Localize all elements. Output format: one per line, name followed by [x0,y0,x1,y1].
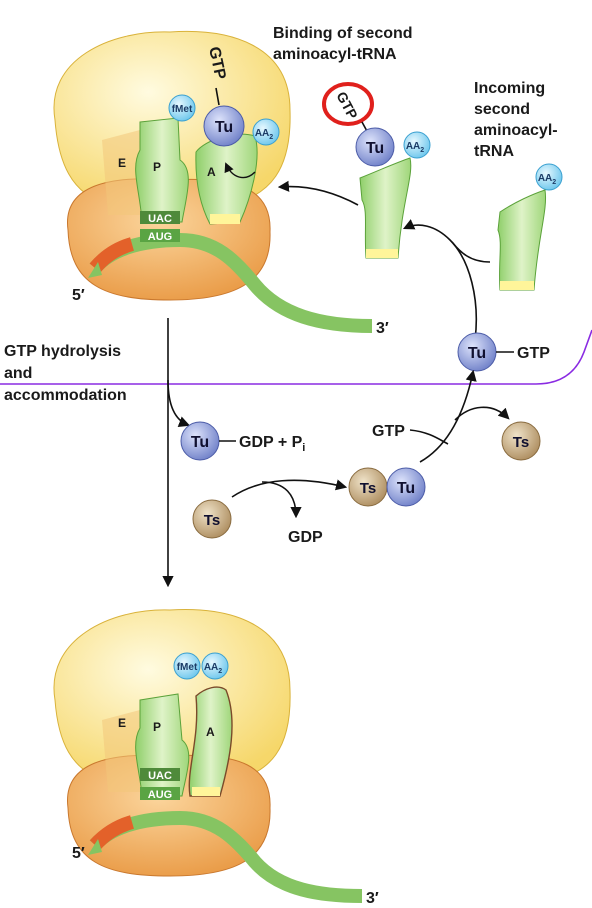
codon-label: AUG [148,231,172,243]
gdp-pi-label: GDP + Pi [239,434,305,454]
bottom-fmet-label: fMet [177,662,198,673]
gtp-left-label: GTP [372,423,405,440]
binding-aa2-label: AA2 [406,141,424,154]
bottom-e-site [102,710,142,792]
incoming-aa2-label: AA2 [538,173,556,186]
mrna-5-end [88,262,102,278]
binding-tu-label: Tu [366,140,384,157]
bottom-codon-box [140,787,180,800]
cycle-tu-gtp-label: Tu [468,345,486,362]
e-site [102,130,142,215]
gdp-bottom-label: GDP [288,529,323,546]
arrow-gdp-out [261,481,302,519]
hydrolysis-line2: and [4,365,32,382]
bottom-site-p-label: P [153,720,161,734]
bottom-three-prime-label: 3′ [366,890,379,907]
aa2-label: AA2 [255,128,273,141]
gtp-top-bond [215,87,220,106]
codon-box [140,229,180,242]
arrow-ts-tu-to-tu-gtp [419,369,477,463]
incoming-line4: tRNA [474,143,514,160]
fmet-ball [168,94,196,122]
binding-tu-ball [355,127,395,167]
p-site-trna [135,117,189,223]
incoming-aa2-ball [535,163,563,191]
hydrolysis-line3: accommodation [4,387,127,404]
tu-label: Tu [215,119,233,136]
bottom-ribosome: AUG UAC E P A fMet AA2 5′ 3′ [53,608,379,907]
arrow-to-ribosome [277,180,359,206]
gtp-top-label: GTP [205,45,229,81]
three-prime-label: 3′ [376,320,389,337]
bottom-anticodon-box [140,768,180,781]
bottom-codon-label: AUG [148,789,172,801]
arrow-ts-to-complex [231,479,348,498]
a-site-yellow-end [210,214,240,224]
anticodon-label: UAC [148,213,172,225]
top-ribosome: AUG UAC E P A fMet Tu AA2 GTP 5′ 3′ [53,30,389,337]
binding-trna [359,157,412,259]
arrow-release-ts [454,406,510,421]
bottom-site-e-label: E [118,716,126,730]
bottom-fmet-ball [173,652,201,680]
incoming-line1: Incoming [474,80,545,97]
binding-aa2-ball [403,131,431,159]
five-prime-label: 5′ [72,287,85,304]
tu-ball [203,105,245,147]
incoming-line2: second [474,101,530,118]
incoming-trna-yellow-end [500,281,534,290]
bottom-five-prime-label: 5′ [72,845,85,862]
bottom-aa2-ball [201,652,229,680]
accommodation-mini-arrow [224,162,256,179]
gtp-highlight-circle [322,82,374,126]
cycle-ts-right-ball [501,421,541,461]
cycle-ts-tu-ball [386,467,426,507]
binding-title-line1: Binding of second [273,25,413,42]
site-a-label: A [207,165,216,179]
cycle-ts-tu-label: Tu [397,480,415,497]
bottom-a-site-yellow-end [192,787,220,796]
hydrolysis-line1: GTP hydrolysis [4,343,121,360]
bottom-mrna-5-end [88,839,102,855]
bottom-aa2-label: AA2 [204,662,222,675]
gtp-right-label: GTP [517,345,550,362]
bottom-site-a-label: A [206,725,215,739]
arrow-incoming-join [451,241,491,263]
incoming-line3: aminoacyl- [474,122,558,139]
binding-trna-yellow-end [366,249,398,258]
aa2-ball [252,118,280,146]
cycle-ts-right-label: Ts [513,434,529,451]
cycle-ts-left-label: Ts [204,512,220,529]
incoming-trna [497,189,547,291]
incoming-trna-group: AA2 [497,163,563,291]
binding-complex: GTP Tu AA2 [322,82,431,259]
anticodon-box [140,211,180,224]
binding-title-line2: aminoacyl-tRNA [273,46,397,63]
bottom-a-site-trna [188,686,233,797]
cycle-tu-gdp-label: Tu [191,434,209,451]
fmet-label: fMet [172,104,193,115]
section-boundary-line [0,329,592,385]
cycle-ts-label: Ts [360,480,376,497]
cycle-ts-left-ball [192,499,232,539]
site-e-label: E [118,156,126,170]
gtp-in-arrow [409,429,449,445]
binding-gtp-label: GTP [333,89,361,122]
site-p-label: P [153,160,161,174]
arrow-cycle-up [402,219,478,341]
bottom-anticodon-label: UAC [148,770,172,782]
branch-to-tu-gdp [167,379,191,428]
